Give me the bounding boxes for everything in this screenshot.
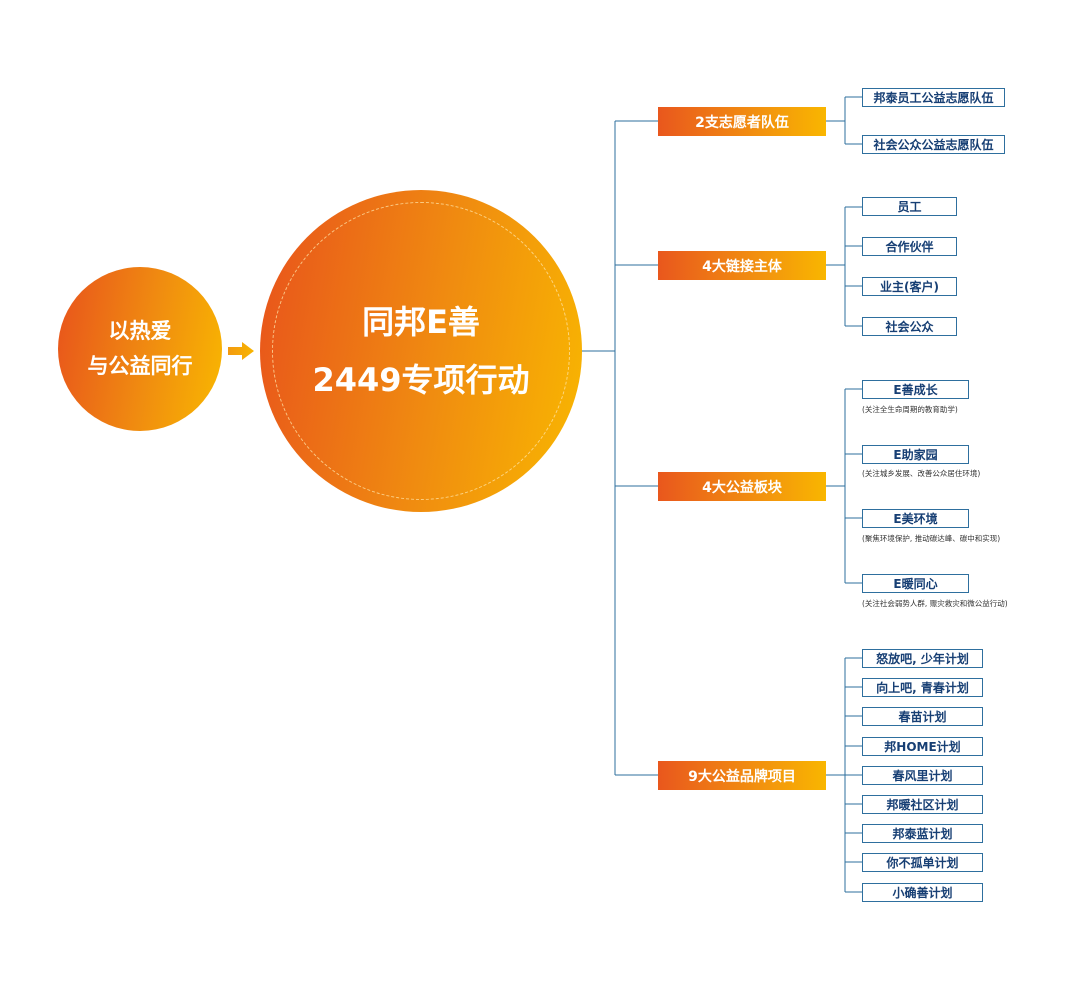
leaf-item: E助家园	[862, 445, 969, 464]
left-circle: 以热爱 与公益同行	[58, 267, 222, 431]
center-circle-line1: 同邦E善	[362, 303, 480, 341]
leaf-item: E善成长	[862, 380, 969, 399]
left-circle-line1: 以热爱	[108, 319, 172, 343]
leaf-item: E美环境	[862, 509, 969, 528]
leaf-item: 业主(客户)	[862, 277, 957, 296]
branch-brand-projects: 9大公益品牌项目	[658, 761, 826, 790]
branch-volunteer-teams: 2支志愿者队伍	[658, 107, 826, 136]
leaf-item: 向上吧, 青春计划	[862, 678, 983, 697]
leaf-item: 社会公众	[862, 317, 957, 336]
leaf-item: 邦HOME计划	[862, 737, 983, 756]
leaf-item: 邦泰蓝计划	[862, 824, 983, 843]
leaf-item: 邦暖社区计划	[862, 795, 983, 814]
leaf-note: (关注全生命周期的教育助学)	[862, 405, 958, 414]
leaf-item: 春苗计划	[862, 707, 983, 726]
leaf-item: 小确善计划	[862, 883, 983, 902]
arrow-right-icon	[228, 342, 254, 360]
leaf-item: 你不孤单计划	[862, 853, 983, 872]
branch-link-subjects: 4大链接主体	[658, 251, 826, 280]
leaf-item: 怒放吧, 少年计划	[862, 649, 983, 668]
leaf-note: (聚焦环境保护, 推动碳达峰、碳中和实现)	[862, 534, 1001, 543]
leaf-note: (关注城乡发展、改善公众居住环境)	[862, 469, 981, 478]
center-circle-line2: 2449专项行动	[312, 361, 530, 399]
leaf-item: 员工	[862, 197, 957, 216]
leaf-item: 春风里计划	[862, 766, 983, 785]
branch-public-welfare-sectors: 4大公益板块	[658, 472, 826, 501]
leaf-item: 邦泰员工公益志愿队伍	[862, 88, 1005, 107]
leaf-item: E暖同心	[862, 574, 969, 593]
leaf-item: 合作伙伴	[862, 237, 957, 256]
left-circle-line2: 与公益同行	[87, 354, 193, 378]
center-circle: 同邦E善 2449专项行动	[260, 190, 582, 512]
leaf-item: 社会公众公益志愿队伍	[862, 135, 1005, 154]
leaf-note: (关注社会弱势人群, 赈灾救灾和微公益行动)	[862, 599, 1008, 608]
